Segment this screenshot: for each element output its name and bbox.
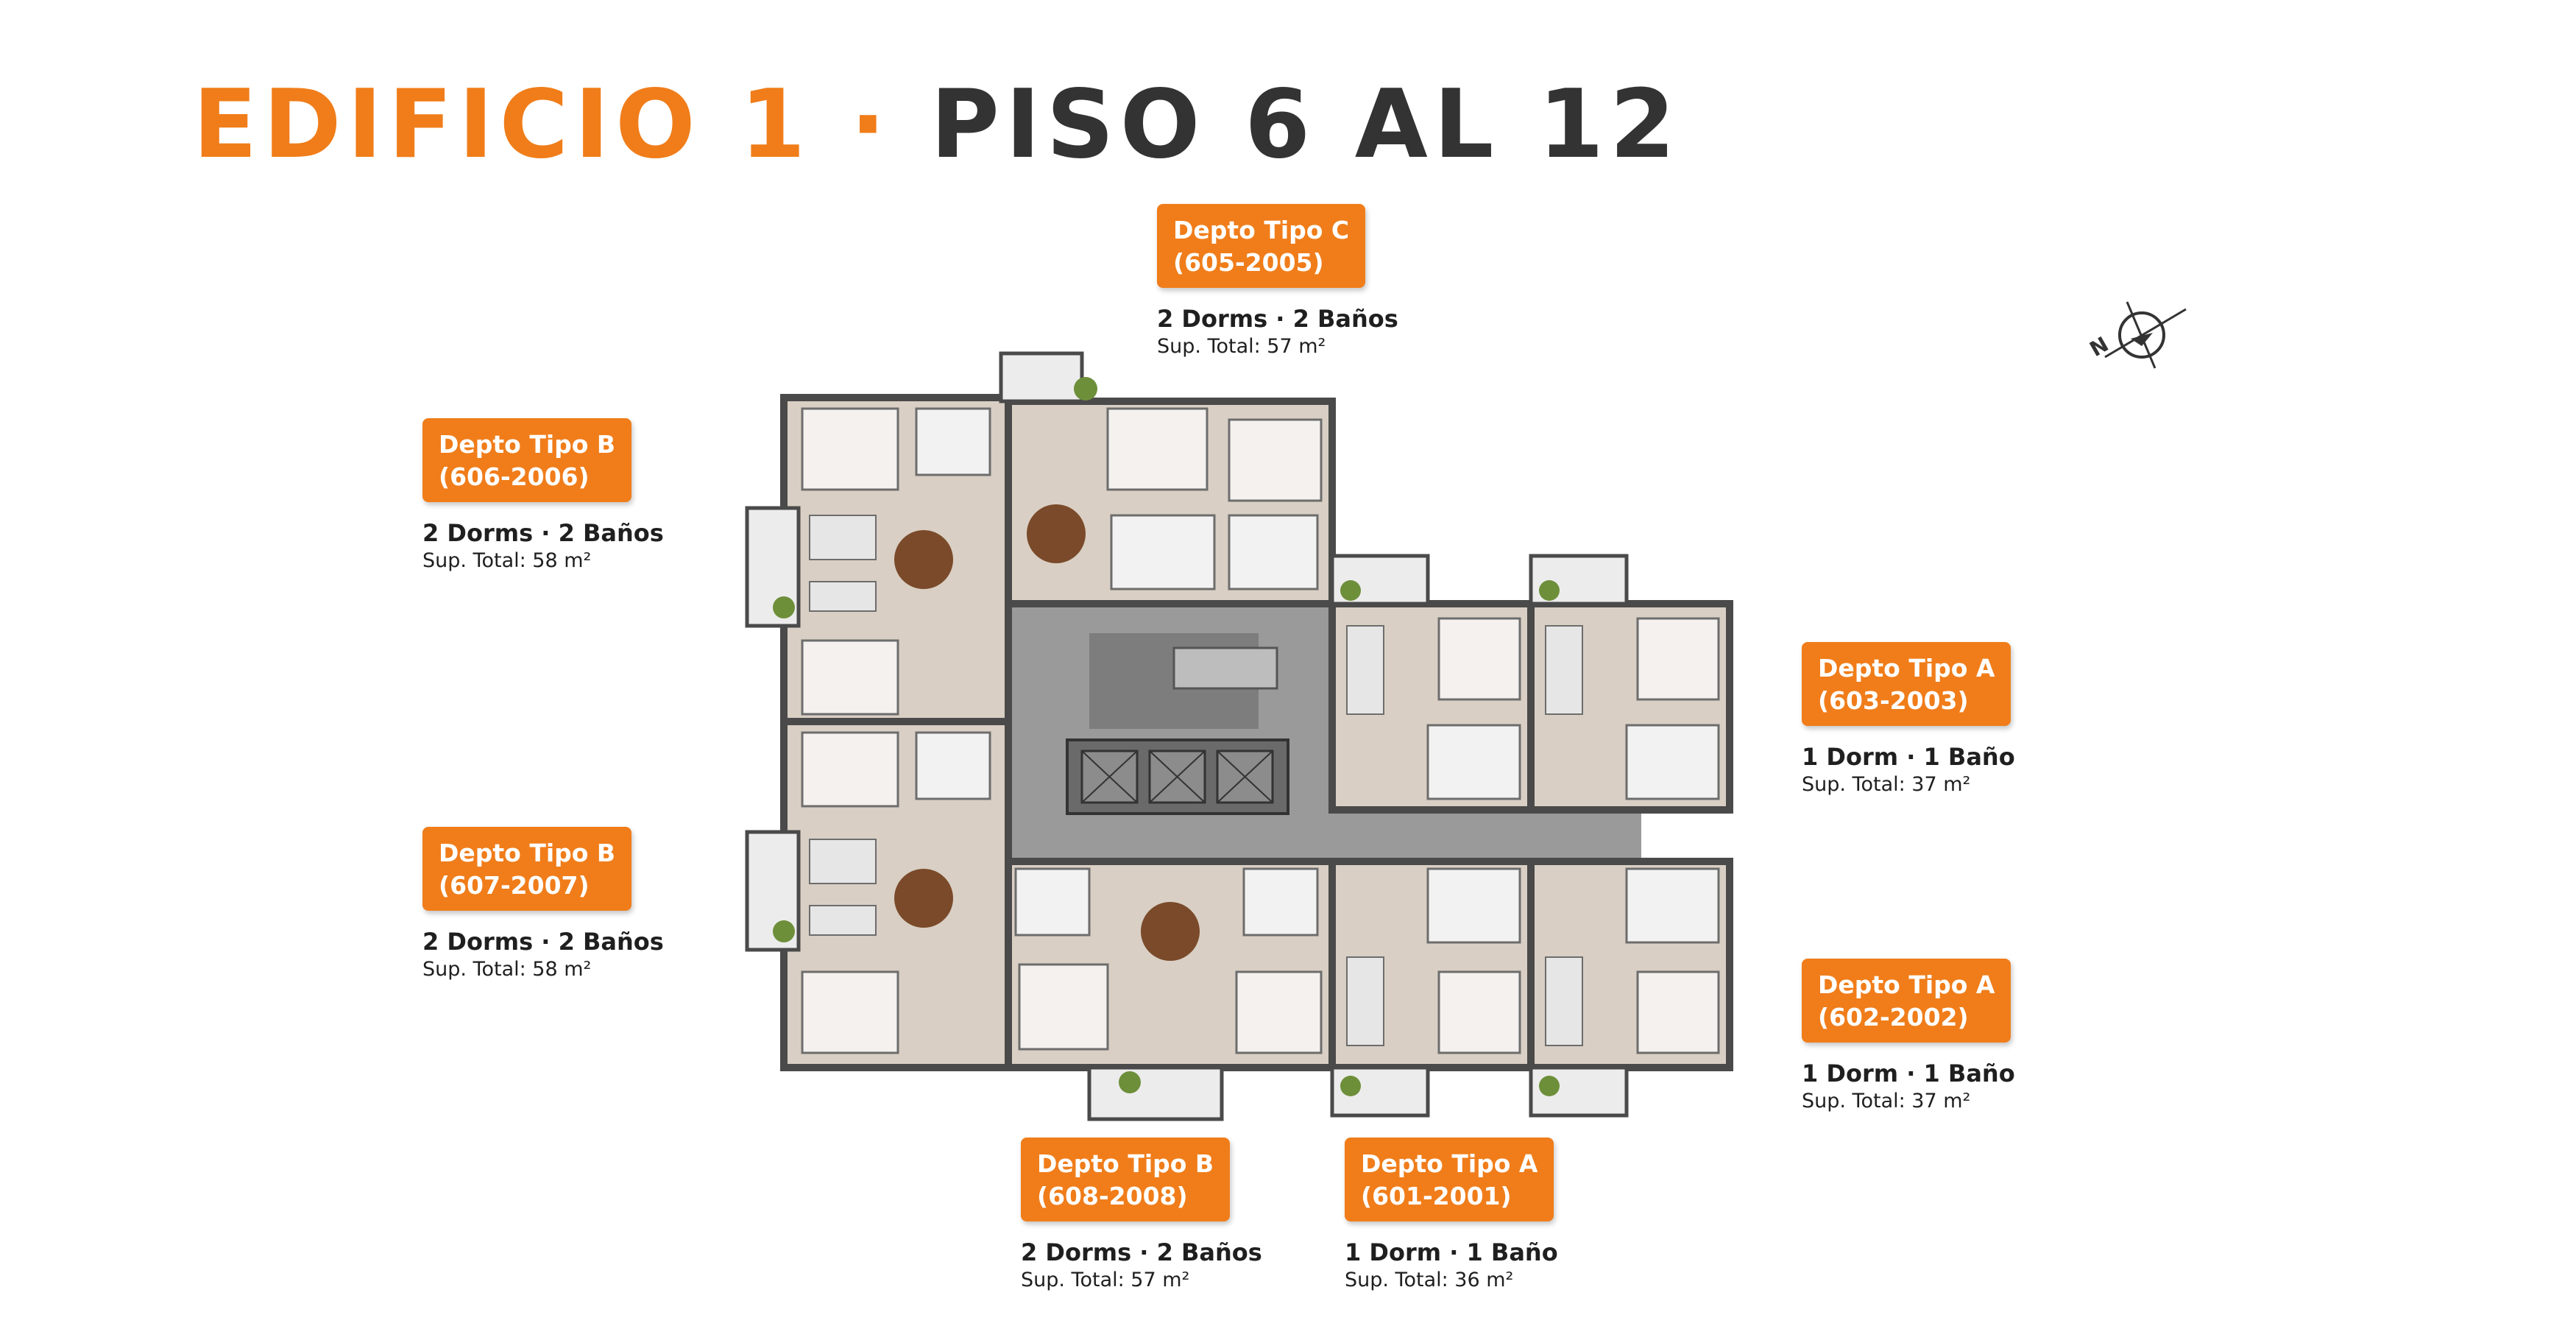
- north-arrow-icon: N: [2086, 301, 2187, 369]
- unit-badge: Depto Tipo B (607-2007): [422, 827, 632, 911]
- unit-606-plan: [745, 394, 1012, 725]
- unit-code: (603-2003): [1818, 686, 1969, 715]
- unit-rooms: 2 Dorms · 2 Baños: [422, 519, 664, 547]
- unit-type: Depto Tipo A: [1818, 970, 1995, 999]
- unit-label-605: Depto Tipo C (605-2005) 2 Dorms · 2 Baño…: [1157, 204, 1398, 360]
- unit-area: Sup. Total: 58 m²: [422, 958, 592, 981]
- unit-area: Sup. Total: 57 m²: [1021, 1269, 1190, 1291]
- unit-rooms: 1 Dorm · 1 Baño: [1345, 1238, 1558, 1266]
- unit-area: Sup. Total: 58 m²: [422, 549, 592, 572]
- elevator-icon: [1066, 738, 1289, 815]
- plant-icons: [773, 377, 1560, 1096]
- page-title: EDIFICIO 1 · PISO 6 AL 12: [193, 70, 1681, 180]
- unit-badge: Depto Tipo B (608-2008): [1021, 1138, 1231, 1221]
- unit-602-plan: [1527, 858, 1733, 1118]
- unit-label-601: Depto Tipo A (601-2001) 1 Dorm · 1 Baño …: [1345, 1138, 1558, 1294]
- unit-type: Depto Tipo A: [1361, 1149, 1538, 1178]
- unit-area: Sup. Total: 37 m²: [1802, 773, 1971, 796]
- unit-area: Sup. Total: 57 m²: [1157, 335, 1326, 358]
- unit-607-plan: [745, 718, 1012, 1071]
- compass-letter: N: [2086, 332, 2113, 362]
- unit-badge: Depto Tipo A (603-2003): [1802, 642, 2011, 726]
- unit-badge: Depto Tipo A (602-2002): [1802, 959, 2011, 1043]
- unit-type: Depto Tipo A: [1818, 654, 1995, 683]
- unit-type: Depto Tipo B: [439, 430, 616, 459]
- unit-badge: Depto Tipo C (605-2005): [1157, 204, 1366, 288]
- unit-rooms: 2 Dorms · 2 Baños: [1021, 1238, 1262, 1266]
- unit-rooms: 1 Dorm · 1 Baño: [1802, 743, 2015, 771]
- circulation-core: [1008, 604, 1641, 861]
- unit-code: (607-2007): [439, 871, 590, 900]
- unit-type: Depto Tipo C: [1173, 216, 1350, 244]
- unit-label-602: Depto Tipo A (602-2002) 1 Dorm · 1 Baño …: [1802, 959, 2015, 1115]
- unit-area: Sup. Total: 36 m²: [1345, 1269, 1514, 1291]
- title-separator: ·: [849, 70, 892, 180]
- unit-label-608: Depto Tipo B (608-2008) 2 Dorms · 2 Baño…: [1021, 1138, 1262, 1294]
- unit-608-plan: [1005, 858, 1336, 1121]
- unit-rooms: 2 Dorms · 2 Baños: [422, 928, 664, 956]
- unit-label-603: Depto Tipo A (603-2003) 1 Dorm · 1 Baño …: [1802, 642, 2015, 798]
- title-building: EDIFICIO 1: [193, 70, 812, 180]
- unit-label-606: Depto Tipo B (606-2006) 2 Dorms · 2 Baño…: [422, 418, 664, 574]
- unit-code: (602-2002): [1818, 1003, 1969, 1032]
- unit-badge: Depto Tipo B (606-2006): [422, 418, 632, 502]
- unit-code: (608-2008): [1037, 1182, 1188, 1210]
- unit-code: (606-2006): [439, 462, 590, 491]
- unit-type: Depto Tipo B: [439, 839, 616, 867]
- unit-601-plan: [1328, 858, 1535, 1118]
- unit-rooms: 1 Dorm · 1 Baño: [1802, 1059, 2015, 1087]
- unit-area: Sup. Total: 37 m²: [1802, 1090, 1971, 1112]
- unit-type: Depto Tipo B: [1037, 1149, 1214, 1178]
- unit-label-607: Depto Tipo B (607-2007) 2 Dorms · 2 Baño…: [422, 827, 664, 983]
- title-floors: PISO 6 AL 12: [930, 70, 1682, 180]
- unit-603-plan: [1328, 554, 1535, 814]
- unit-badge: Depto Tipo A (601-2001): [1345, 1138, 1554, 1221]
- unit-605-plan: [999, 351, 1336, 607]
- unit-code: (605-2005): [1173, 248, 1324, 277]
- unit-code: (601-2001): [1361, 1182, 1512, 1210]
- unit-604-plan: [1527, 554, 1733, 814]
- unit-rooms: 2 Dorms · 2 Baños: [1157, 305, 1398, 333]
